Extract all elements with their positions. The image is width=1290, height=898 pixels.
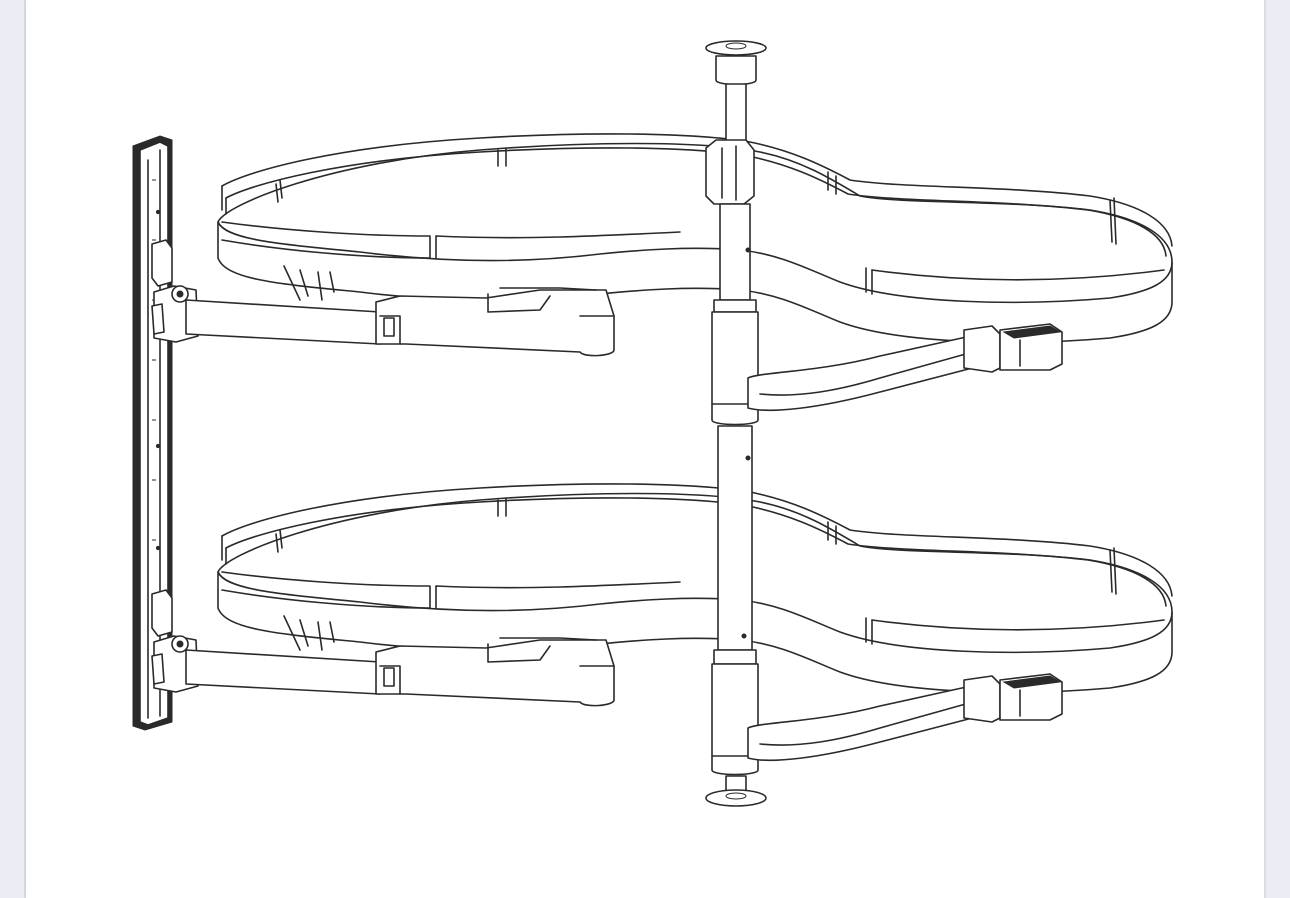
rail-brackets bbox=[151, 239, 173, 685]
page-edge-left bbox=[24, 0, 26, 898]
arm-bottom bbox=[153, 635, 615, 707]
page-edge-right bbox=[1264, 0, 1266, 898]
arm-top bbox=[153, 285, 615, 357]
support-arm-top bbox=[747, 323, 1063, 412]
support-arm-bottom bbox=[747, 673, 1063, 762]
center-pole bbox=[705, 40, 767, 807]
basket-top bbox=[217, 133, 1173, 344]
